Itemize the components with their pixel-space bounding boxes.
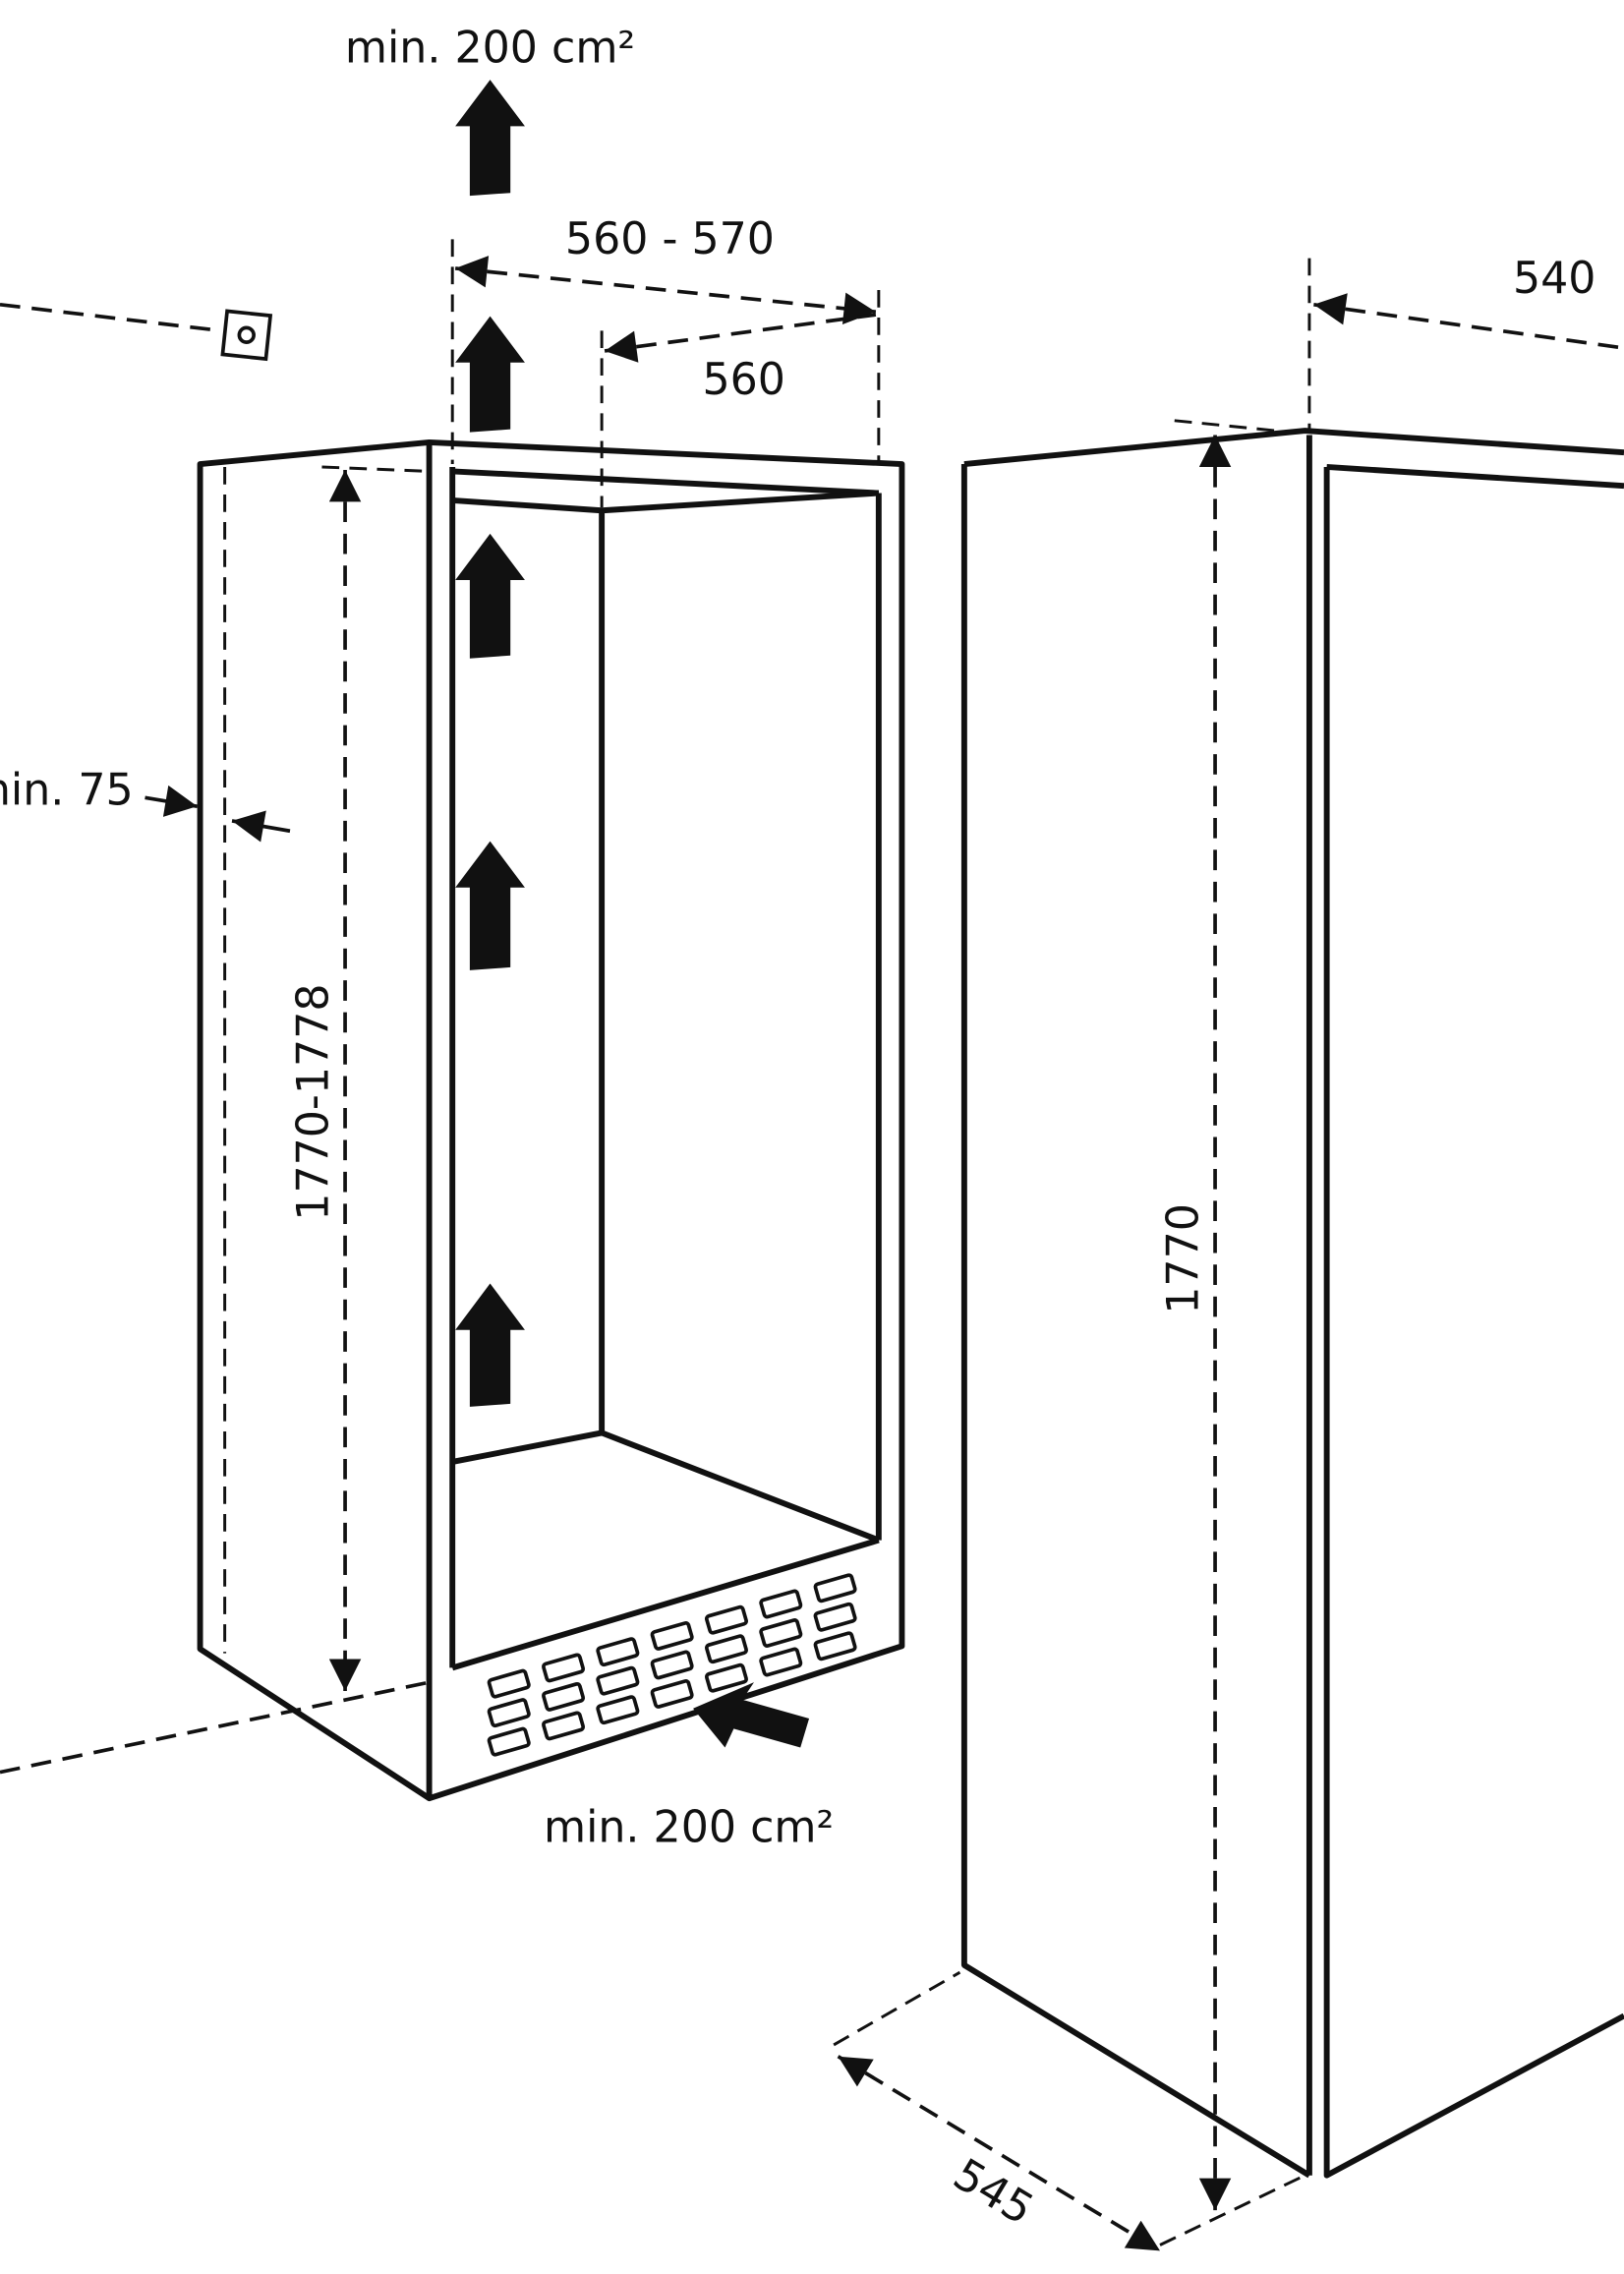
grille-slot bbox=[542, 1653, 586, 1683]
niche-width-range-label: 560 - 570 bbox=[565, 214, 775, 264]
grille-slot bbox=[759, 1589, 803, 1619]
airflow-up-arrow-icon bbox=[455, 1283, 525, 1407]
airflow-up-arrow-icon bbox=[455, 841, 525, 970]
grille-slot bbox=[487, 1698, 531, 1728]
grille-slot bbox=[542, 1681, 586, 1712]
appliance bbox=[960, 428, 1624, 2179]
air-intake-arrow-icon bbox=[693, 1682, 810, 1748]
grille-slot bbox=[813, 1602, 857, 1632]
grille-slot bbox=[650, 1650, 694, 1680]
grille-slot bbox=[487, 1726, 531, 1757]
grille-slot bbox=[704, 1604, 748, 1635]
grille-slot bbox=[704, 1662, 748, 1693]
grille-slot bbox=[487, 1668, 531, 1699]
grille-slot bbox=[813, 1631, 857, 1662]
min-depth-gap-label: min. 75 bbox=[0, 766, 134, 816]
appliance-height-label: 1770 bbox=[1158, 1203, 1208, 1314]
grille-slot bbox=[596, 1637, 640, 1667]
airflow-up-arrow-icon bbox=[455, 316, 525, 433]
grille-slot bbox=[813, 1573, 857, 1603]
cabinet-niche bbox=[197, 438, 905, 1802]
niche-height-label: 1770-1778 bbox=[288, 983, 338, 1220]
appliance-depth-label: 545 bbox=[945, 2149, 1042, 2235]
grille-slot bbox=[759, 1618, 803, 1648]
airflow-arrows bbox=[455, 80, 525, 1407]
niche-inner-width-label: 560 bbox=[702, 355, 784, 405]
niche-dimensions: 560 - 570 560 1770-1778 min. 75 bbox=[0, 214, 881, 1775]
bottom-vent-label: min. 200 cm² bbox=[544, 1802, 834, 1852]
top-vent-label: min. 200 cm² bbox=[345, 23, 635, 73]
appliance-dimensions: 540 1770 545 bbox=[833, 254, 1624, 2252]
grille-slot bbox=[650, 1621, 694, 1651]
appliance-width-label: 540 bbox=[1513, 254, 1595, 304]
grille-slot bbox=[596, 1665, 640, 1696]
grille-slot bbox=[650, 1679, 694, 1709]
airflow-up-arrow-icon bbox=[455, 533, 525, 659]
ventilation-grille bbox=[487, 1573, 857, 1757]
grille-slot bbox=[704, 1634, 748, 1664]
grille-slot bbox=[596, 1695, 640, 1725]
airflow-up-arrow-icon bbox=[455, 80, 525, 197]
grille-slot bbox=[759, 1647, 803, 1677]
grille-slot bbox=[542, 1711, 586, 1741]
